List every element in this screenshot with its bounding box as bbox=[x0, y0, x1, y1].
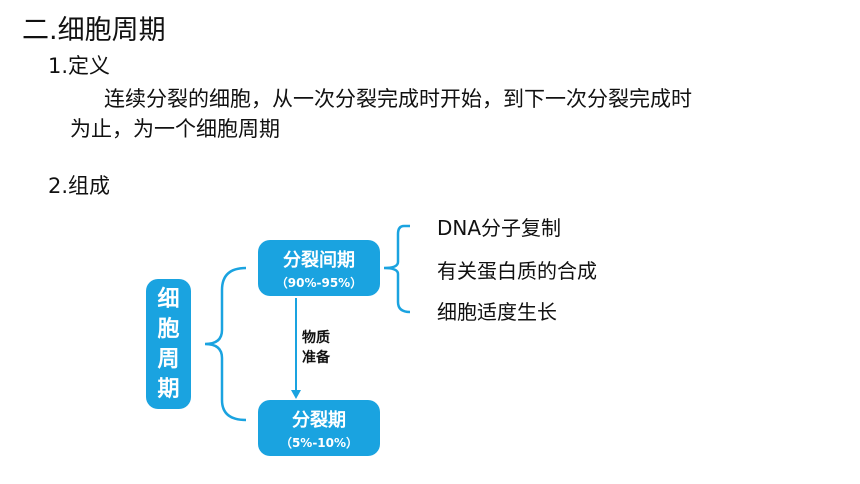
arrow-head bbox=[291, 390, 301, 399]
root-brace bbox=[204, 266, 247, 422]
arrow-note: 物质 准备 bbox=[302, 328, 342, 368]
arrow-note-line1: 物质 bbox=[302, 330, 330, 346]
interphase-brace bbox=[383, 224, 411, 314]
interphase-box: 分裂间期 （90%-95%） bbox=[258, 240, 380, 296]
root-char: 周 bbox=[157, 347, 180, 372]
interphase-item-protein: 有关蛋白质的合成 bbox=[437, 259, 597, 283]
definition-text-line1: 连续分裂的细胞，从一次分裂完成时开始，到下一次分裂完成时 bbox=[104, 87, 692, 111]
interphase-label: 分裂间期 bbox=[283, 250, 355, 271]
interphase-percent: （90%-95%） bbox=[275, 276, 363, 290]
definition-heading: 1.定义 bbox=[48, 54, 111, 78]
definition-text-line2: 为止，为一个细胞周期 bbox=[70, 117, 280, 141]
definition-text: 连续分裂的细胞，从一次分裂完成时开始，到下一次分裂完成时 为止，为一个细胞周期 bbox=[70, 84, 830, 144]
interphase-item-dna: DNA分子复制 bbox=[437, 216, 562, 240]
mitosis-label: 分裂期 bbox=[292, 410, 346, 431]
mitosis-percent: （5%-10%） bbox=[279, 436, 359, 450]
arrow-note-line2: 准备 bbox=[302, 350, 330, 366]
cell-cycle-box: 细 胞 周 期 bbox=[146, 279, 191, 409]
composition-heading: 2.组成 bbox=[48, 174, 111, 198]
section-title: 二.细胞周期 bbox=[22, 15, 166, 46]
root-char: 期 bbox=[157, 377, 180, 402]
mitosis-box: 分裂期 （5%-10%） bbox=[258, 400, 380, 456]
root-char: 胞 bbox=[157, 317, 180, 342]
root-char: 细 bbox=[157, 287, 180, 312]
interphase-item-growth: 细胞适度生长 bbox=[437, 300, 557, 324]
